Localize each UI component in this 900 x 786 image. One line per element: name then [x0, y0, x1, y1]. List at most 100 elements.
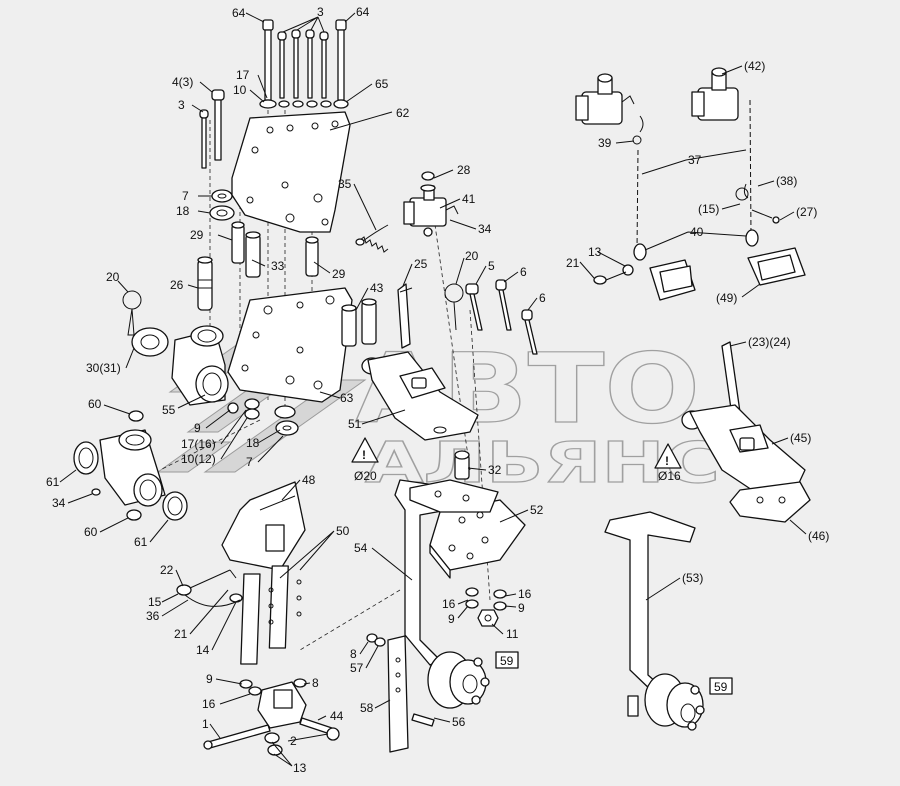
part-label: 9 [194, 421, 201, 435]
svg-text:!: ! [665, 454, 669, 468]
coupling-51 [361, 351, 479, 441]
svg-text:!: ! [362, 448, 366, 462]
part-label: 48 [302, 473, 316, 487]
part-label: 16 [202, 697, 216, 711]
part-label: (45) [790, 431, 811, 445]
part-label: 51 [348, 417, 362, 431]
washers-left [209, 189, 235, 221]
part-label: 37 [688, 153, 702, 167]
part-label: 58 [360, 701, 374, 715]
part-label: 44 [330, 709, 344, 723]
part-label: 6 [520, 265, 527, 279]
upper-plate-52 [409, 479, 499, 513]
part-label: 15 [148, 595, 162, 609]
plate-62 [231, 111, 351, 233]
part-label: (49) [716, 291, 737, 305]
washers-lower [227, 398, 299, 436]
part-label: 18 [176, 204, 190, 218]
ring-20 [122, 290, 142, 336]
bushings-43 [341, 298, 377, 347]
lever-23-24 [721, 341, 741, 417]
part-label: 41 [462, 192, 476, 206]
part-label: 5 [488, 259, 495, 273]
part-label: 17(16) [181, 437, 216, 451]
part-label: 36 [146, 609, 160, 623]
part-label: 11 [506, 627, 519, 641]
part-label: 22 [160, 563, 174, 577]
lever-22 [176, 569, 243, 607]
part-label: 29 [190, 228, 204, 242]
part-label: 20 [465, 249, 479, 263]
clamp-right [691, 67, 739, 121]
chain-37-left [632, 115, 647, 261]
part-label: 43 [370, 281, 384, 295]
part-label: 9 [206, 672, 213, 686]
part-label: (23)(24) [748, 335, 791, 349]
part-label: 60 [84, 525, 98, 539]
svg-text:59: 59 [500, 654, 514, 668]
part-label: 52 [530, 503, 544, 517]
part-label: 25 [414, 257, 428, 271]
part-label: 56 [452, 715, 466, 729]
part-label: (46) [808, 529, 829, 543]
part-label: 65 [375, 77, 389, 91]
part-label: 40 [690, 225, 704, 239]
part-label: 1 [202, 717, 209, 731]
part-label: (42) [744, 59, 765, 73]
bracket-49-right [747, 209, 806, 286]
warning-triangle-right: ! Ø16 [654, 443, 682, 483]
part-label: 34 [478, 222, 492, 236]
diameter-label-16: Ø16 [658, 469, 681, 483]
top-bolt-group [199, 19, 349, 169]
part-label: 16 [518, 587, 532, 601]
part-label: 21 [566, 256, 580, 270]
hub-left [427, 651, 490, 709]
housing-60-61 [73, 410, 188, 521]
part-label: 8 [350, 647, 357, 661]
bolts-right [444, 279, 538, 355]
part-label: 21 [174, 627, 188, 641]
part-label: 17 [236, 68, 250, 82]
part-labels: 64 3 64 4(3) 17 10 65 3 62 35 28 41 34 7… [46, 5, 829, 775]
part-label: 7 [246, 455, 253, 469]
part-label: 3 [317, 5, 324, 19]
part-label: 55 [162, 403, 176, 417]
part-label: 61 [46, 475, 60, 489]
part-label: 16 [442, 597, 456, 611]
part-label: 62 [396, 106, 410, 120]
part-label: 20 [106, 270, 120, 284]
part-label: 9 [518, 601, 525, 615]
hub-right [644, 673, 705, 731]
bushings [231, 221, 319, 278]
part-label: 2 [290, 734, 297, 748]
part-label: 10(12) [181, 452, 216, 466]
part-label: 6 [539, 291, 546, 305]
clamp-left [575, 73, 635, 125]
part-label: 29 [332, 267, 346, 281]
coupling-45 [681, 404, 806, 491]
part-label: 18 [246, 436, 260, 450]
chain-37-right [735, 99, 759, 247]
part-label: 30(31) [86, 361, 121, 375]
part-label: 3 [178, 98, 185, 112]
part-label: (27) [796, 205, 817, 219]
part-label: 33 [271, 259, 285, 273]
part-label: 35 [338, 177, 352, 191]
ref-box-59-right: 59 [709, 677, 733, 695]
part-label: 13 [293, 761, 307, 775]
leader-lines [59, 12, 807, 767]
bracket-48 [221, 481, 306, 571]
part-label: 14 [196, 643, 210, 657]
spring-35 [355, 224, 389, 253]
part-label: 34 [52, 496, 66, 510]
pin-26 [197, 256, 213, 311]
sleeve-32 [454, 450, 470, 480]
part-label: 9 [448, 612, 455, 626]
nuts-center [465, 587, 507, 627]
part-label: 32 [488, 463, 502, 477]
plate-46 [729, 481, 811, 523]
plate-63 [227, 287, 353, 403]
flange-30 [131, 327, 169, 357]
part-label: 64 [232, 6, 246, 20]
